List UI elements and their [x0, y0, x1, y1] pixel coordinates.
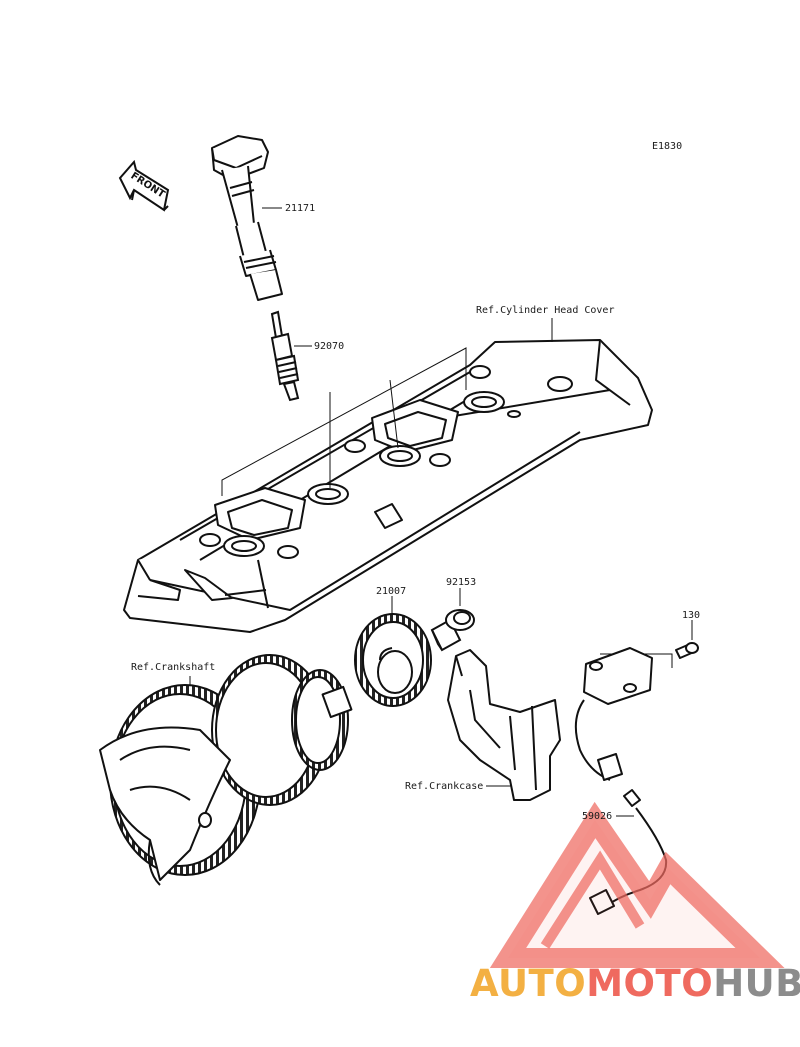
watermark-hub: HUB — [713, 962, 800, 1005]
cylinder-head-cover — [123, 339, 653, 633]
ref-label-crankshaft: Ref.Crankshaft — [131, 662, 216, 673]
spark-plug — [270, 310, 300, 402]
front-arrow-icon: FRONT — [118, 159, 170, 212]
part-label-130: 130 — [682, 610, 701, 621]
rotor-bolt — [430, 609, 475, 652]
part-label-21171: 21171 — [285, 203, 316, 214]
diagram-code: E1830 — [652, 141, 683, 152]
watermark-logo-icon — [489, 801, 785, 968]
part-label-59026: 59026 — [582, 811, 613, 822]
watermark-auto: AUTO — [470, 962, 587, 1005]
ref-label-cylinder-head-cover: Ref.Cylinder Head Cover — [476, 305, 615, 316]
part-label-92153: 92153 — [446, 577, 477, 588]
watermark-moto: MOTO — [586, 962, 714, 1005]
crankshaft — [99, 654, 353, 886]
crankshaft-sensor — [574, 642, 699, 915]
ignition-coil — [211, 135, 283, 301]
watermark-text: AUTOMOTOHUB — [470, 962, 800, 1006]
timing-rotor — [354, 613, 432, 707]
part-label-92070: 92070 — [314, 341, 345, 352]
part-label-21007: 21007 — [376, 586, 407, 597]
ref-label-crankcase: Ref.Crankcase — [405, 781, 484, 792]
crankcase-reference — [447, 649, 561, 801]
